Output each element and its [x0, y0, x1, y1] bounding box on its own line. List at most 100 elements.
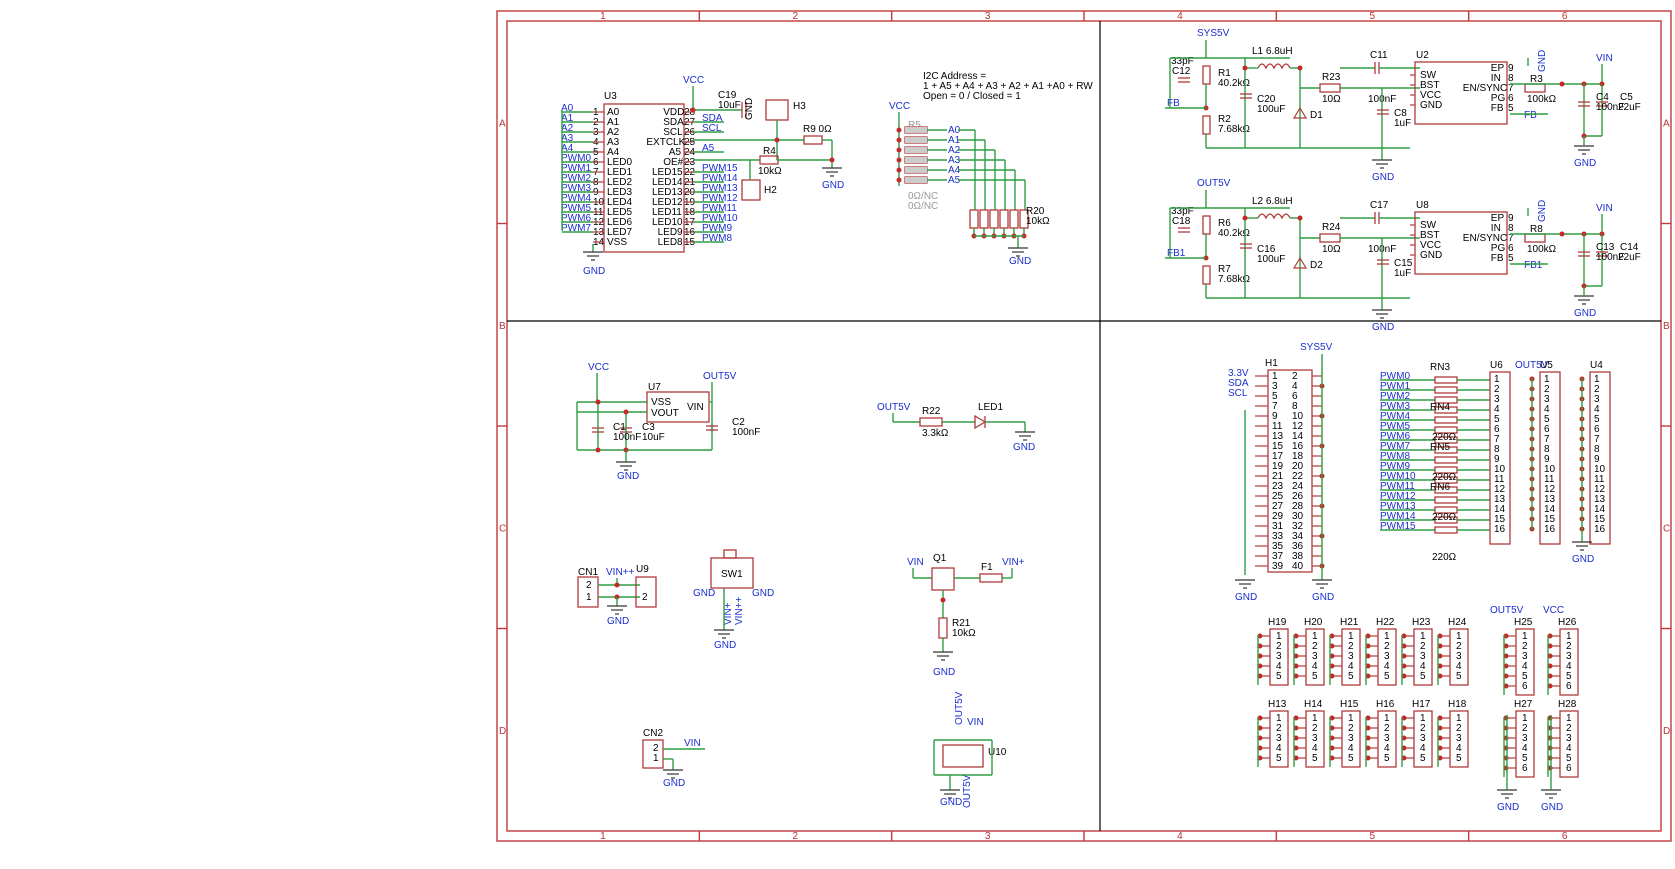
- junction: [1401, 715, 1407, 721]
- u6-pin: 15: [1494, 514, 1506, 525]
- header-pin: 5: [1312, 753, 1318, 764]
- regulator-pin-right: PG: [1491, 243, 1506, 254]
- u7-pin-vout: VOUT: [651, 408, 679, 419]
- r21-gnd-symbol: [933, 651, 953, 661]
- cap-value: 22uF: [1618, 102, 1641, 113]
- pwm-net-label: PWM3: [1380, 401, 1410, 412]
- header-ref: H18: [1448, 699, 1467, 710]
- led-gnd-label: GND: [1013, 442, 1035, 453]
- junction: [1257, 735, 1263, 741]
- r9-ref: R9 0Ω: [803, 124, 832, 135]
- row-marker-right: B: [1663, 321, 1670, 332]
- junction: [1365, 633, 1371, 639]
- u6-ref: U6: [1490, 360, 1503, 371]
- u3-net-label: SDA: [702, 113, 723, 124]
- fb-resistor-top: [1202, 215, 1211, 235]
- junction: [1329, 653, 1335, 659]
- junction: [1437, 715, 1443, 721]
- h1-pin-right: 6: [1292, 391, 1298, 402]
- column-marker-bottom: 3: [985, 831, 991, 842]
- u4-ref: U4: [1590, 360, 1603, 371]
- supply-label: OUT5V: [1197, 178, 1231, 189]
- junction: [1293, 643, 1299, 649]
- sw1-gnd-label: GND: [714, 640, 736, 651]
- junction: [896, 157, 902, 163]
- column-marker-top: 4: [1177, 11, 1183, 22]
- u4-body: [1589, 371, 1611, 545]
- diode-ref: D1: [1310, 110, 1323, 121]
- resistor-value: 10Ω: [1322, 244, 1341, 255]
- u4-pin: 2: [1594, 384, 1600, 395]
- junction: [1547, 633, 1553, 639]
- junction: [1293, 715, 1299, 721]
- u6-pin: 10: [1494, 464, 1506, 475]
- c19-gnd: GND: [744, 98, 755, 120]
- header-pin: 6: [1566, 681, 1572, 692]
- junction: [1242, 65, 1248, 71]
- u4-pin: 10: [1594, 464, 1606, 475]
- r5-ref: R5: [908, 120, 921, 131]
- junction: [1503, 683, 1509, 689]
- header-body: [1559, 628, 1579, 696]
- u3-ref: U3: [604, 91, 617, 102]
- junction: [1547, 683, 1553, 689]
- rn-value: 220Ω: [1432, 472, 1457, 483]
- u3-net-label: PWM5: [561, 203, 591, 214]
- r9-gnd-label: GND: [822, 180, 844, 191]
- address-resistor-fill: [905, 147, 927, 153]
- junction: [1257, 673, 1263, 679]
- cn2-gnd-label: GND: [663, 778, 685, 789]
- inductor-label: L2 6.8uH: [1252, 196, 1293, 207]
- gnd-symbol: [1574, 295, 1594, 305]
- header-pin: 1: [1456, 713, 1462, 724]
- series-resistor: [1319, 233, 1341, 243]
- regulator-pin-right: IN: [1491, 223, 1501, 234]
- junction: [1547, 673, 1553, 679]
- sw1-vinpp: VIN++: [734, 596, 745, 625]
- header-pin: 3: [1384, 733, 1390, 744]
- cn1-vinpp: VIN++: [606, 567, 635, 578]
- u3-pin-name: LED8: [658, 237, 683, 248]
- junction: [1437, 725, 1443, 731]
- u10-out-top: OUT5V: [954, 691, 965, 725]
- q1-vin: VIN: [907, 557, 924, 568]
- header-body: [1377, 628, 1397, 686]
- header-body: [1341, 628, 1361, 686]
- h1-pin-right: 40: [1292, 561, 1304, 572]
- address-net-label: A4: [948, 165, 961, 176]
- address-net-label: A0: [948, 125, 961, 136]
- sw1-actuator: [723, 549, 737, 559]
- u3-pin-name: OE#: [663, 157, 683, 168]
- u3-pin-name: SDA: [663, 117, 684, 128]
- pin-number: 7: [1508, 233, 1514, 244]
- header-pin: 4: [1420, 661, 1426, 672]
- pullup-resistor: [1524, 233, 1546, 243]
- led-out-label: OUT5V: [877, 402, 911, 413]
- regulator-pin-left: GND: [1420, 100, 1442, 111]
- u4-pin: 9: [1594, 454, 1600, 465]
- u3-pin-name: A0: [607, 107, 620, 118]
- junction: [1401, 725, 1407, 731]
- regulator-pin-right: EP: [1491, 213, 1505, 224]
- header-pin: 6: [1522, 681, 1528, 692]
- r21-gnd-label: GND: [933, 667, 955, 678]
- rn3-ref: RN3: [1430, 362, 1450, 373]
- cn2-body: [642, 739, 664, 769]
- u10-ref: U10: [988, 747, 1007, 758]
- header-pin: 4: [1522, 743, 1528, 754]
- h1-pin-right: 8: [1292, 401, 1298, 412]
- pin-number: 9: [1508, 213, 1514, 224]
- u7-ref: U7: [648, 382, 661, 393]
- header-body: [1269, 628, 1289, 686]
- led1-ref: LED1: [978, 402, 1003, 413]
- r4-value: 10kΩ: [758, 166, 782, 177]
- pwm-net-label: PWM13: [1380, 501, 1416, 512]
- junction: [1329, 633, 1335, 639]
- junction: [1329, 643, 1335, 649]
- h1-pin-left: 25: [1272, 491, 1284, 502]
- column-marker-top: 5: [1370, 11, 1376, 22]
- junction: [1257, 715, 1263, 721]
- junction: [1257, 663, 1263, 669]
- u5-pin: 1: [1544, 374, 1550, 385]
- h2-body: [741, 179, 761, 201]
